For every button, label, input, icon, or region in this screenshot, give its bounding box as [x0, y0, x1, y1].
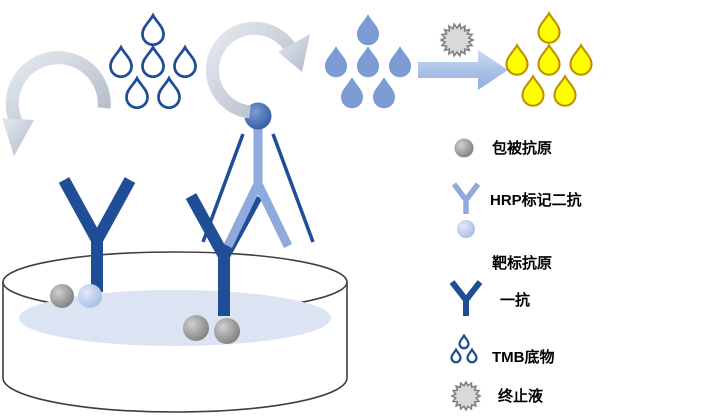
tmb-substrate-droplets-icon	[109, 13, 197, 110]
microplate-well	[2, 251, 348, 413]
droplet-icon	[340, 77, 364, 109]
droplet-icon	[109, 45, 133, 79]
legend-label: 靶标抗原	[492, 254, 552, 272]
droplet-icon	[141, 13, 165, 47]
yellow-product-droplets-icon	[505, 12, 593, 107]
legend-item-target-antigen: 靶标抗原	[457, 220, 552, 272]
coated-antigen-sphere	[183, 315, 209, 341]
droplet-icon	[537, 44, 561, 76]
legend-item-primary-antibody: 一抗	[449, 280, 530, 316]
legend-item-coating-antigen: 包被抗原	[454, 138, 552, 158]
stop-solution-starburst-icon	[439, 22, 475, 58]
wash-curved-arrow-icon	[2, 51, 111, 156]
legend-item-hrp-secondary-antibody: HRP标记二抗	[451, 182, 582, 214]
hrp-secondary-antibody-icon	[451, 182, 481, 214]
legend-label: 包被抗原	[492, 139, 552, 157]
tmb-substrate-icon	[458, 334, 470, 350]
coated-antigen-sphere	[214, 318, 240, 344]
hrp-secondary-antibody-shape	[223, 128, 293, 248]
coated-antigen-sphere	[50, 284, 74, 308]
droplet-icon	[157, 76, 181, 110]
target-antigen-icon	[457, 220, 475, 238]
reaction-curved-arrow-icon	[206, 21, 310, 119]
secondary-arm-line	[271, 133, 315, 243]
hrp-enzyme-ball	[244, 102, 272, 130]
droplet-icon	[569, 44, 593, 76]
stop-solution-icon	[450, 380, 482, 412]
droplet-icon	[537, 12, 561, 44]
legend: 包被抗原 HRP标记二抗 靶标抗原 一抗 TMB底物 终止液	[449, 138, 582, 412]
droplet-icon	[372, 77, 396, 109]
droplet-icon	[356, 46, 380, 78]
droplet-icon	[356, 14, 380, 46]
legend-label: HRP标记二抗	[490, 191, 582, 209]
primary-antibody-left	[58, 177, 136, 292]
legend-label: 一抗	[500, 291, 530, 309]
legend-label: TMB底物	[492, 348, 555, 366]
droplet-icon	[173, 45, 197, 79]
droplet-icon	[324, 46, 348, 78]
legend-item-stop-solution: 终止液	[450, 380, 544, 412]
droplet-icon	[553, 75, 577, 107]
legend-item-tmb-substrate: TMB底物	[450, 334, 555, 366]
droplet-icon	[141, 45, 165, 79]
sandwich-complex	[185, 102, 315, 316]
coated-antigen-icon	[454, 138, 474, 158]
target-antigen-sphere	[78, 284, 102, 308]
tmb-substrate-icon	[450, 348, 462, 364]
droplet-icon	[505, 44, 529, 76]
droplet-icon	[125, 76, 149, 110]
droplet-icon	[521, 75, 545, 107]
blue-substrate-droplets-icon	[324, 14, 412, 109]
primary-antibody-icon	[449, 280, 483, 316]
droplet-icon	[388, 46, 412, 78]
right-block-arrow-icon	[418, 50, 508, 90]
legend-label: 终止液	[498, 387, 544, 405]
tmb-substrate-icon	[466, 348, 478, 364]
